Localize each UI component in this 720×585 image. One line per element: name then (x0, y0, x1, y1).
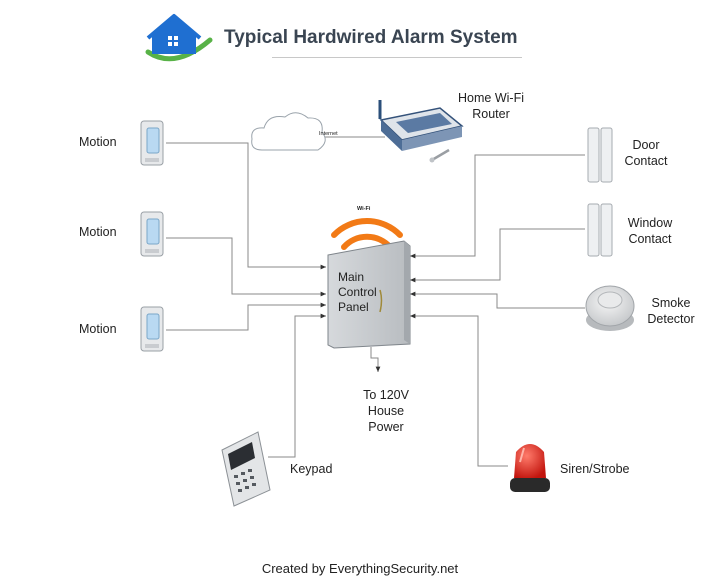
motion-sensor-icon (140, 211, 164, 257)
power-label: To 120V House Power (346, 387, 426, 435)
router-label: Home Wi-Fi Router (446, 90, 536, 122)
panel-label-line1: Main (338, 270, 365, 284)
window-label-line2: Contact (628, 232, 672, 246)
motion-label-1: Motion (79, 135, 117, 149)
smoke-label-line1: Smoke (651, 296, 691, 310)
smoke-label-line2: Detector (647, 312, 695, 326)
panel-label-line2: Control (338, 285, 377, 299)
footer-credit: Created by EverythingSecurity.net (261, 561, 459, 576)
internet-cloud-icon (251, 112, 326, 151)
power-label-line2: House (367, 404, 405, 418)
motion-label-3: Motion (79, 322, 117, 336)
wire-window (410, 228, 585, 283)
siren-label: Siren/Strobe (560, 462, 630, 476)
title-divider (272, 57, 522, 58)
smoke-detector-label: Smoke Detector (636, 295, 706, 327)
wire-keypad (268, 313, 326, 458)
main-control-panel (327, 240, 411, 349)
house-logo-icon (145, 14, 213, 62)
wire-siren (410, 313, 508, 467)
router-label-line2: Router (472, 107, 510, 121)
wire-motion-3 (166, 302, 326, 331)
motion-sensor-icon (140, 120, 164, 166)
siren-strobe-icon (510, 444, 550, 492)
window-contact-label: Window Contact (618, 215, 682, 247)
router-label-line1: Home Wi-Fi (458, 91, 524, 105)
smoke-detector-icon (585, 285, 635, 331)
motion-label-2: Motion (79, 225, 117, 239)
wire-door (410, 154, 585, 259)
wire-power (370, 347, 381, 372)
keypad-label: Keypad (290, 462, 333, 476)
panel-label: Main Control Panel (338, 270, 377, 315)
door-contact-label: Door Contact (616, 137, 676, 169)
wire-motion-2 (166, 237, 326, 297)
page-title: Typical Hardwired Alarm System (224, 27, 518, 48)
router-icon (378, 100, 464, 163)
wire-motion-1 (166, 142, 326, 270)
door-label-line1: Door (632, 138, 660, 152)
wire-smoke (410, 291, 585, 309)
wifi-label: Wi-Fi (357, 206, 371, 212)
keypad-icon (221, 431, 271, 507)
power-label-line1: To 120V (363, 388, 409, 402)
window-label-line1: Window (627, 216, 673, 230)
motion-sensor-icon (140, 306, 164, 352)
power-label-line3: Power (368, 420, 404, 434)
internet-label: Internet (319, 131, 338, 137)
wiring (166, 136, 585, 467)
panel-label-line3: Panel (338, 300, 369, 314)
window-contact-icon (587, 203, 613, 257)
door-label-line2: Contact (624, 154, 668, 168)
door-contact-icon (587, 127, 613, 183)
